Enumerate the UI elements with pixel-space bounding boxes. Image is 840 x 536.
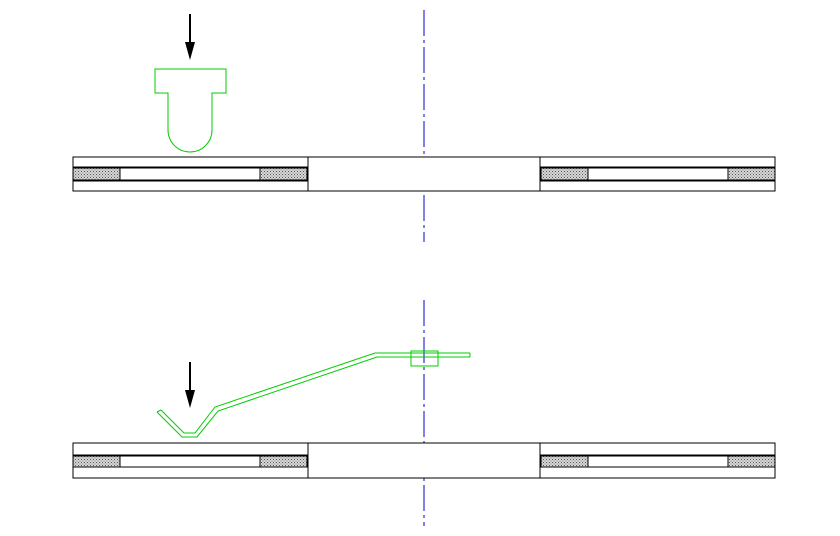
clamp-box xyxy=(410,350,439,367)
top-panel xyxy=(72,10,776,242)
hatched-pad xyxy=(727,455,776,468)
hatched-pad xyxy=(727,167,776,181)
hatched-pad xyxy=(259,167,308,181)
down-arrow-icon xyxy=(185,14,195,60)
hatched-pad xyxy=(72,167,121,181)
hatched-pad xyxy=(259,455,308,468)
bottom-panel xyxy=(72,300,776,526)
punch-tool xyxy=(154,68,227,153)
die-assembly xyxy=(72,442,776,479)
hatched-pad xyxy=(540,167,589,181)
down-arrow-icon xyxy=(185,362,195,408)
bent-sheet-part xyxy=(156,350,471,438)
hatched-pad xyxy=(72,455,121,468)
die-assembly xyxy=(72,156,776,192)
hatched-pad xyxy=(540,455,589,468)
